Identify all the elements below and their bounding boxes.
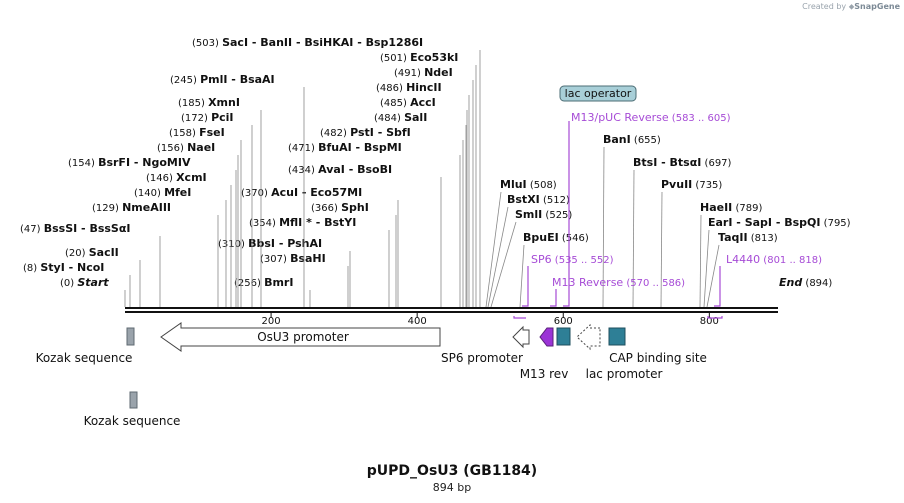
restriction-site-label: BanI (655)	[603, 133, 661, 146]
primer-bracket	[522, 266, 529, 307]
restriction-site-label: BtsI - BtsαI (697)	[633, 156, 732, 169]
primer-label: M13/pUC Reverse (583 .. 605)	[571, 111, 731, 124]
restriction-site-line	[487, 206, 509, 308]
restriction-site-label: (172) PciI	[181, 111, 234, 124]
restriction-site-label: (256) BmrI	[234, 276, 293, 289]
restriction-site-label: (140) MfeI	[134, 186, 191, 199]
lac-promoter-arrow	[576, 323, 601, 351]
restriction-site-line	[602, 146, 605, 308]
primer-bracket	[707, 316, 723, 319]
ruler-tick-label: 800	[700, 316, 719, 327]
restriction-site-label: (366) SphI	[311, 201, 369, 214]
osu3-promoter-label: OsU3 promoter	[257, 330, 349, 344]
restriction-site-line	[703, 229, 710, 308]
restriction-site-label: HaeII (789)	[700, 201, 762, 214]
restriction-site-line	[706, 244, 720, 308]
primer-label: SP6 (535 .. 552)	[531, 253, 614, 266]
restriction-site-label: (47) BssSI - BssSαI	[20, 222, 131, 235]
kozak-sequence-box	[129, 391, 138, 409]
restriction-site-label: (146) XcmI	[146, 171, 207, 184]
restriction-site-line	[519, 244, 525, 308]
restriction-site-label: (486) HincII	[376, 81, 442, 94]
sp6-promoter-label: SP6 promoter	[441, 351, 523, 365]
restriction-site-label: (471) BfuAI - BspMI	[288, 141, 402, 154]
m13-rev-arrow	[539, 327, 554, 347]
lac-operator-label: lac operator	[565, 87, 632, 100]
cap-binding-site-label: CAP binding site	[609, 351, 707, 365]
restriction-site-line	[632, 169, 635, 308]
osu3-promoter-arrow	[160, 322, 441, 352]
restriction-site-label: (245) PmlI - BsaAI	[170, 73, 275, 86]
ruler-tick-label: 600	[554, 316, 573, 327]
kozak-sequence-box	[126, 327, 135, 346]
cap-binding-site-box	[608, 327, 626, 346]
m13-rev-label: M13 rev	[520, 367, 569, 381]
primer-bracket	[513, 316, 526, 319]
restriction-site-label: (158) FseI	[169, 126, 225, 139]
ruler-tick-label: 200	[262, 316, 281, 327]
restriction-site-line	[699, 214, 702, 308]
restriction-site-label: BpuEI (546)	[523, 231, 589, 244]
restriction-site-label: (370) AcuI - Eco57MI	[241, 186, 362, 199]
snapgene-watermark: Created by ⬥SnapGene	[802, 2, 900, 11]
sp6-promoter-arrow	[512, 325, 530, 349]
restriction-site-line	[485, 191, 502, 308]
primer-bracket	[550, 289, 557, 307]
snapgene-logo-icon: ⬥	[848, 2, 855, 11]
primer-bracket	[563, 121, 570, 307]
kozak-sequence-label: Kozak sequence	[36, 351, 133, 365]
restriction-site-label: (154) BsrFI - NgoMIV	[68, 156, 191, 169]
restriction-site-label: (0) Start	[60, 276, 109, 289]
restriction-site-label: (484) SalI	[374, 111, 427, 124]
lac-operator-feature: lac operator	[559, 85, 637, 102]
restriction-site-label: (434) AvaI - BsoBI	[288, 163, 392, 176]
restriction-site-label: (310) BbsI - PshAI	[218, 237, 322, 250]
restriction-site-label: (485) AccI	[380, 96, 436, 109]
primer-label: M13 Reverse (570 .. 586)	[552, 276, 685, 289]
kozak-sequence-label: Kozak sequence	[84, 414, 181, 428]
primer-bracket	[714, 266, 721, 307]
restriction-site-label: (501) Eco53kI	[380, 51, 458, 64]
restriction-site-label: TaqII (813)	[718, 231, 778, 244]
restriction-site-label: (8) StyI - NcoI	[23, 261, 104, 274]
restriction-site-label: PvuII (735)	[661, 178, 722, 191]
restriction-site-label: SmlI (525)	[515, 208, 572, 221]
plasmid-length: 894 bp	[432, 481, 472, 494]
restriction-site-label: MluI (508)	[500, 178, 557, 191]
restriction-site-label: (503) SacI - BanII - BsiHKAI - Bsp1286I	[192, 36, 423, 49]
restriction-site-label: BstXI (512)	[507, 193, 570, 206]
restriction-site-label: (156) NaeI	[157, 141, 215, 154]
lac-operator-box	[559, 85, 637, 102]
restriction-site-label: EarI - SapI - BspQI (795)	[708, 216, 851, 229]
restriction-site-label: (185) XmnI	[178, 96, 240, 109]
restriction-site-label: (491) NdeI	[394, 66, 453, 79]
ruler-tick-label: 400	[408, 316, 427, 327]
restriction-site-label: (482) PstI - SbfI	[320, 126, 411, 139]
restriction-site-line	[660, 191, 663, 308]
primer-label: L4440 (801 .. 818)	[726, 253, 822, 266]
lac-promoter-label: lac promoter	[586, 367, 663, 381]
lac-operator-map-box	[556, 327, 571, 346]
restriction-site-label: End (894)	[779, 276, 832, 289]
restriction-site-line	[490, 221, 517, 308]
restriction-site-label: (20) SacII	[65, 246, 119, 259]
restriction-site-label: (307) BsaHI	[260, 252, 326, 265]
restriction-site-label: (354) MflI * - BstYI	[249, 216, 356, 229]
restriction-site-label: (129) NmeAIII	[92, 201, 171, 214]
plasmid-name: pUPD_OsU3 (GB1184)	[366, 463, 538, 479]
